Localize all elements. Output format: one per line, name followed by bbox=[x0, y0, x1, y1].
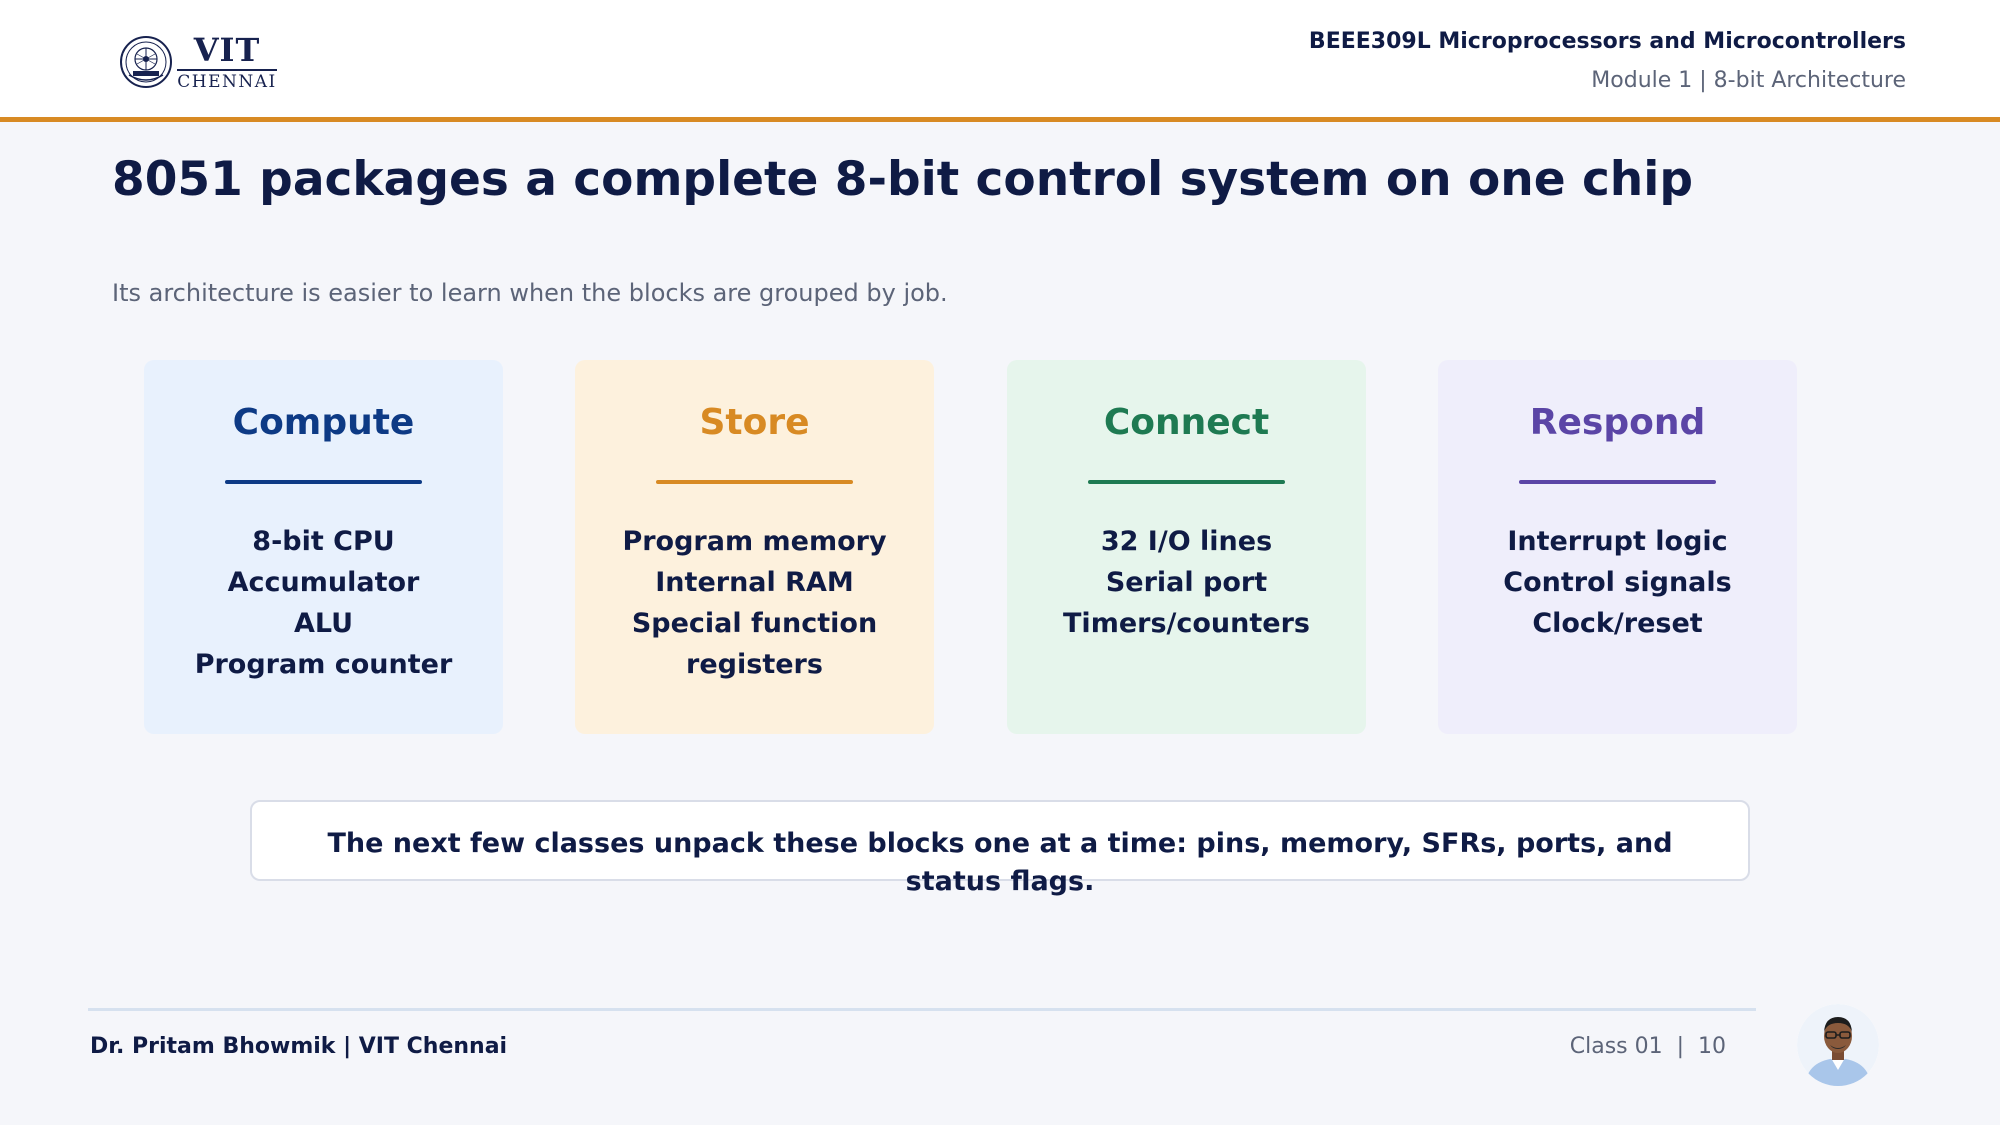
list-item: Timers/counters bbox=[1063, 608, 1310, 639]
list-item: 32 I/O lines bbox=[1100, 526, 1273, 557]
card-item-list: Program memory Internal RAM Special func… bbox=[585, 521, 924, 685]
list-item: Interrupt logic bbox=[1507, 526, 1728, 557]
slide-subtitle: Its architecture is easier to learn when… bbox=[112, 279, 948, 307]
vit-chennai-logo: VIT CHENNAI bbox=[119, 32, 299, 92]
callout-text: The next few classes unpack these blocks… bbox=[327, 828, 1673, 897]
card-heading: Store bbox=[699, 402, 810, 443]
card-compute: Compute 8-bit CPU Accumulator ALU Progra… bbox=[144, 360, 503, 734]
list-item: Control signals bbox=[1503, 567, 1732, 598]
presenter-avatar-icon bbox=[1797, 1004, 1879, 1086]
logo-subname: CHENNAI bbox=[177, 71, 277, 92]
card-divider bbox=[225, 480, 422, 484]
slide-title: 8051 packages a complete 8-bit control s… bbox=[112, 152, 1694, 207]
card-item-list: 32 I/O lines Serial port Timers/counters bbox=[1017, 521, 1356, 644]
list-item: registers bbox=[686, 649, 823, 680]
footer-author: Dr. Pritam Bhowmik | VIT Chennai bbox=[90, 1034, 508, 1059]
card-item-list: 8-bit CPU Accumulator ALU Program counte… bbox=[154, 521, 493, 685]
footer-class-page: Class 01 | 10 bbox=[1569, 1034, 1726, 1059]
footer-divider bbox=[88, 1008, 1756, 1011]
card-heading: Compute bbox=[232, 402, 415, 443]
slide-header: VIT CHENNAI BEEE309L Microprocessors and… bbox=[0, 0, 2000, 122]
university-seal-icon bbox=[120, 36, 172, 88]
list-item: ALU bbox=[293, 608, 354, 639]
card-divider bbox=[1519, 480, 1716, 484]
list-item: 8-bit CPU bbox=[252, 526, 395, 557]
list-item: Serial port bbox=[1105, 567, 1268, 598]
architecture-blocks: Compute 8-bit CPU Accumulator ALU Progra… bbox=[144, 360, 1798, 734]
card-store: Store Program memory Internal RAM Specia… bbox=[575, 360, 934, 734]
list-item: Accumulator bbox=[227, 567, 420, 598]
list-item: Clock/reset bbox=[1532, 608, 1703, 639]
logo-name: VIT bbox=[193, 30, 261, 69]
card-divider bbox=[656, 480, 853, 484]
card-heading: Respond bbox=[1529, 402, 1706, 443]
card-divider bbox=[1088, 480, 1285, 484]
card-connect: Connect 32 I/O lines Serial port Timers/… bbox=[1007, 360, 1366, 734]
course-title: BEEE309L Microprocessors and Microcontro… bbox=[1308, 29, 1906, 54]
card-heading: Connect bbox=[1103, 402, 1270, 443]
card-respond: Respond Interrupt logic Control signals … bbox=[1438, 360, 1797, 734]
module-title: Module 1 | 8-bit Architecture bbox=[1591, 68, 1906, 93]
list-item: Program counter bbox=[194, 649, 453, 680]
list-item: Internal RAM bbox=[655, 567, 854, 598]
list-item: Special function bbox=[631, 608, 878, 639]
logo-divider bbox=[177, 68, 277, 71]
card-item-list: Interrupt logic Control signals Clock/re… bbox=[1448, 521, 1787, 644]
logo-wordmark: VIT CHENNAI bbox=[177, 34, 277, 91]
next-classes-callout: The next few classes unpack these blocks… bbox=[250, 800, 1750, 897]
list-item: Program memory bbox=[622, 526, 887, 557]
